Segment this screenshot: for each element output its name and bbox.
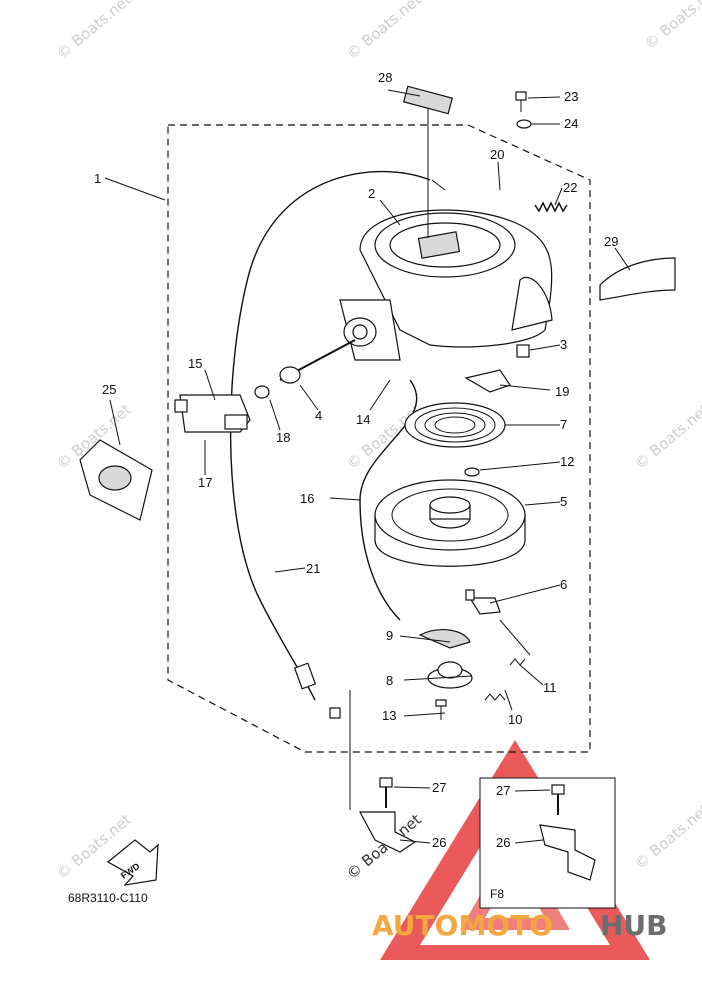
watermark: © Boats.net	[641, 0, 702, 53]
callout-14: 14	[356, 412, 370, 427]
fwd-arrow	[106, 839, 159, 886]
label-28	[402, 85, 454, 115]
callout-2: 2	[368, 186, 375, 201]
spring-11	[509, 658, 526, 666]
logo-text-hub: HUB	[600, 909, 668, 942]
callout-25: 25	[102, 382, 116, 397]
callout-9: 9	[386, 628, 393, 643]
callout-13: 13	[382, 708, 396, 723]
logo-text-automoto: AUTOMOTO	[372, 909, 553, 942]
watermark: © Boats.net	[343, 0, 425, 63]
callout-16: 16	[300, 491, 314, 506]
callout-8: 8	[386, 673, 393, 688]
callout-27-inset: 27	[496, 783, 510, 798]
callout-26: 26	[432, 835, 446, 850]
callout-10: 10	[508, 712, 522, 727]
watermark: © Boats.net	[53, 0, 135, 63]
bolt-13	[435, 699, 447, 720]
callout-12: 12	[560, 454, 574, 469]
callout-20: 20	[490, 147, 504, 162]
spring-22	[534, 201, 568, 213]
callouts: 1 2 3 4 5 6 7 8 9 10 11 12 13 14 15 16 1…	[94, 70, 618, 850]
assembly-boundary	[167, 124, 591, 753]
callout-24: 24	[564, 116, 578, 131]
callout-11: 11	[543, 680, 557, 695]
drive-plate-8	[427, 661, 473, 689]
callout-18: 18	[276, 430, 290, 445]
watermark: © Boats.net	[631, 800, 702, 873]
washer-24	[516, 119, 532, 129]
callout-22: 22	[563, 180, 577, 195]
callout-29: 29	[604, 234, 618, 249]
callout-5: 5	[560, 494, 567, 509]
part-29	[599, 257, 676, 301]
watermarks: © Boats.net © Boats.net © Boats.net © Bo…	[53, 0, 702, 883]
pulley-5	[374, 479, 526, 567]
callout-4: 4	[315, 408, 322, 423]
inset-label: F8	[490, 887, 504, 901]
callout-28: 28	[378, 70, 392, 85]
gasket-25	[79, 439, 153, 521]
circlip-12	[464, 467, 480, 477]
watermark: © Boats.net	[631, 400, 702, 473]
leader-lines	[104, 89, 631, 844]
shift-rod	[254, 339, 356, 399]
callout-7: 7	[560, 417, 567, 432]
callout-23: 23	[564, 89, 578, 104]
starter-housing	[339, 209, 553, 361]
callout-1: 1	[94, 171, 101, 186]
diagram-code: 68R3110-C110	[68, 891, 148, 905]
callout-15: 15	[188, 356, 202, 371]
bracket-15	[174, 394, 251, 433]
inset-f8	[479, 777, 616, 909]
collar-3	[516, 344, 530, 358]
cable-21	[229, 170, 431, 701]
cable-end	[293, 662, 341, 719]
callout-21: 21	[306, 561, 320, 576]
callout-3: 3	[560, 337, 567, 352]
bolt-27	[379, 777, 393, 808]
bolt-23	[515, 91, 527, 112]
callout-19: 19	[555, 384, 569, 399]
automotohub-logo: AUTOMOTO HUB	[372, 909, 668, 942]
callout-17: 17	[198, 475, 212, 490]
spiral-spring-7	[404, 402, 506, 448]
callout-27: 27	[432, 780, 446, 795]
callout-6: 6	[560, 577, 567, 592]
callout-26-inset: 26	[496, 835, 510, 850]
friction-plate-9	[418, 629, 471, 649]
lock-19	[464, 369, 511, 393]
spring-10	[484, 693, 506, 701]
